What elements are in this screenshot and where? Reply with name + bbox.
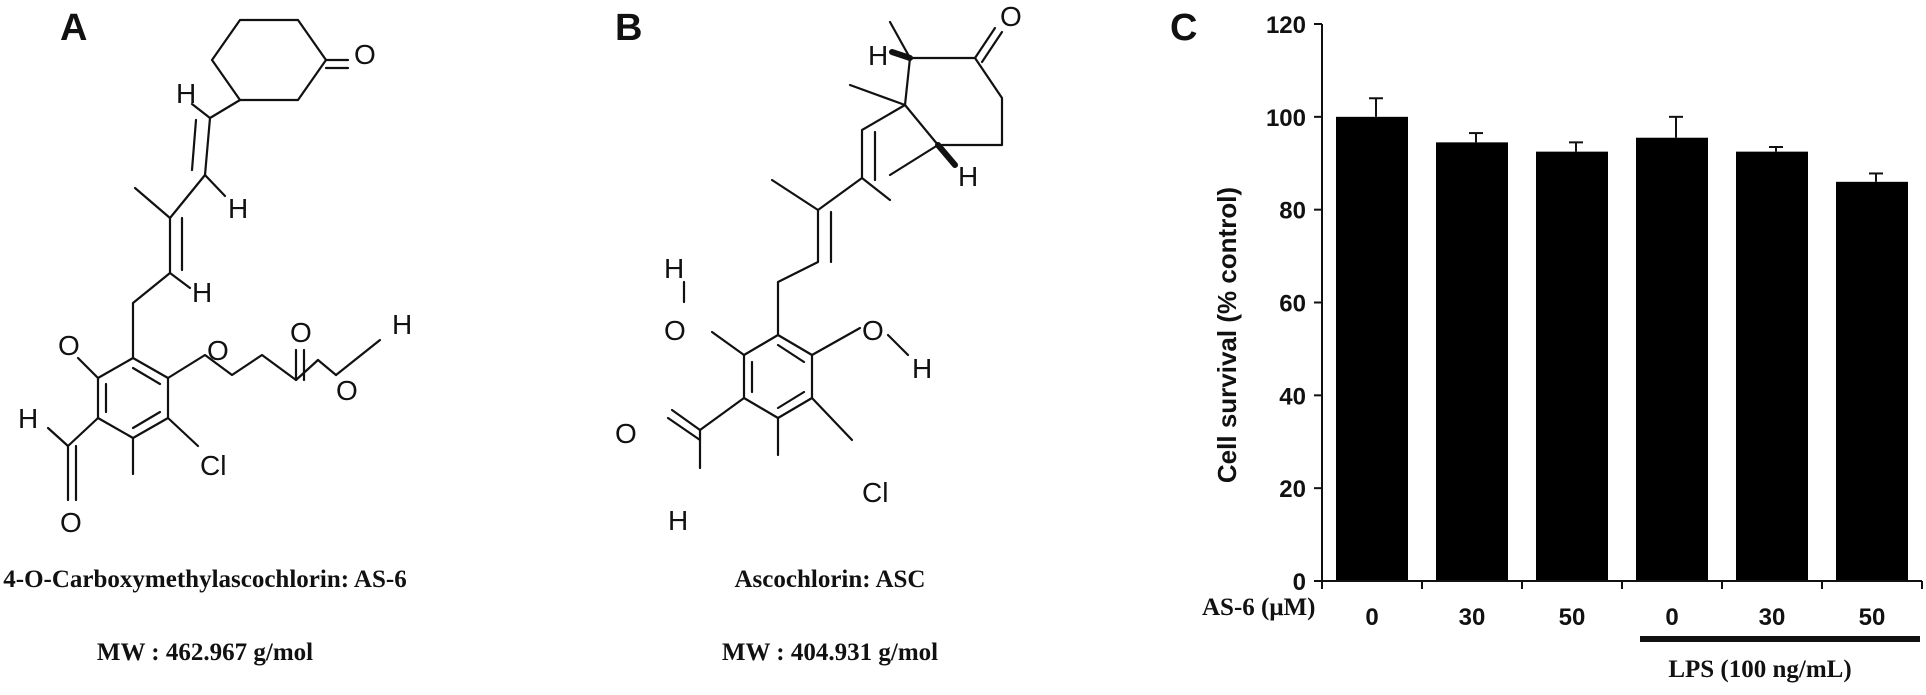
bar [1836,181,1908,582]
atom-cl: Cl [862,477,888,508]
ketone-double-bond [973,26,1004,64]
side-chain [168,98,242,275]
lps-label: LPS (100 ng/mL) [1668,656,1851,683]
y-axis-ticks: 0 20 40 60 80 100 120 [1266,12,1322,596]
y-axis-label: Cell survival (% control) [1212,187,1242,483]
acid-carbonyl [294,348,306,382]
y-tick-label: 120 [1266,12,1306,39]
aromatic-ring [742,333,814,420]
chain-methyl [860,176,892,202]
chain-methyl-2 [770,178,820,212]
y-tick-label: 40 [1279,383,1306,410]
aromatic-inner-bonds [750,343,806,410]
atom-o: O [207,335,229,366]
aldehyde-h-bond [46,426,70,448]
y-tick-label: 100 [1266,105,1306,132]
h-bond-1 [190,102,212,120]
asc-structure [666,20,1004,470]
oh-bond-2 [810,326,862,357]
wedge-bond-2 [935,142,958,168]
atom-o: O [336,375,358,406]
y-tick-label: 0 [1293,569,1306,596]
bar [1636,137,1708,582]
h-bond-2 [203,173,227,198]
panel-a-letter: A [60,7,87,49]
atom-cl: Cl [200,450,226,481]
panel-c: C Cell survival (% control) 0 20 40 60 80 100… [1170,7,1923,683]
aldehyde-bond [666,396,746,442]
atom-h: H [176,78,196,109]
bar-chart: 0 20 40 60 80 100 120 0 30 50 0 30 50 [1266,12,1923,631]
aldehyde-bond [66,416,100,502]
atom-o: O [354,39,376,70]
bar [1736,151,1808,582]
chloro-bond [810,396,854,442]
aromatic-inner-bonds [104,366,162,430]
acid-h-bond [334,338,382,377]
x-category-label: 30 [1759,604,1786,631]
x-category-label: 30 [1459,604,1486,631]
panel-a: A O H [3,7,412,666]
x-category-labels: 0 30 50 0 30 50 [1365,604,1885,631]
compound-name-a: 4-O-Carboxymethylascochlorin: AS-6 [3,566,406,593]
x-category-label: 50 [1859,604,1886,631]
molecular-weight-b: MW : 404.931 g/mol [722,639,938,666]
atom-o: O [615,418,637,449]
x-category-label: 0 [1365,604,1378,631]
atom-o: O [58,330,80,361]
carboxymethyl-chain [166,353,320,382]
atom-o: O [60,507,82,538]
oh-bond-1 [710,330,746,357]
atom-o: O [1000,1,1022,32]
y-tick-label: 60 [1279,291,1306,318]
x-category-label: 50 [1559,604,1586,631]
acid-oh [316,358,338,377]
atom-h: H [912,353,932,384]
treatment-label: AS-6 (μM) [1202,594,1315,621]
side-chain [776,103,907,337]
atom-h: H [228,193,248,224]
x-category-label: 0 [1665,604,1678,631]
panel-c-letter: C [1170,7,1197,49]
atom-h: H [192,277,212,308]
atom-h: H [664,253,684,284]
atom-h: H [958,161,978,192]
molecular-weight-a: MW : 462.967 g/mol [97,639,313,666]
bar [1336,116,1408,581]
atom-h: H [868,40,888,71]
y-tick-label: 20 [1279,476,1306,503]
bar [1436,142,1508,582]
wedge-bond-1 [889,49,913,61]
chain-to-ring [131,271,172,360]
cyclohexanone-ring [210,18,328,102]
methyl-quaternary [848,83,907,107]
atom-o: O [862,315,884,346]
atom-o: O [664,315,686,346]
atom-h: H [18,403,38,434]
atom-h: H [668,505,688,536]
h-bond-3 [168,271,192,290]
as6-structure [46,18,382,502]
aromatic-ring [96,356,170,440]
cyclohexanone-ring [903,56,1004,147]
chloro-bond [166,416,200,448]
bars [1336,97,1908,582]
panel-b-letter: B [615,7,642,49]
chain-double-bond-1 [190,118,198,172]
x-axis-ticks [1321,581,1923,589]
phenol-bond [76,356,100,380]
bar [1536,151,1608,582]
oh-h-bond-2 [886,333,910,357]
y-tick-label: 80 [1279,198,1306,225]
methyl-bond [133,186,172,220]
panel-b: B [615,1,1022,666]
ketone-double-bond [324,58,350,70]
compound-name-b: Ascochlorin: ASC [735,566,926,593]
atom-h: H [392,309,412,340]
atom-o: O [290,317,312,348]
methyl-top [888,20,912,60]
methyl-bottom [888,143,940,177]
